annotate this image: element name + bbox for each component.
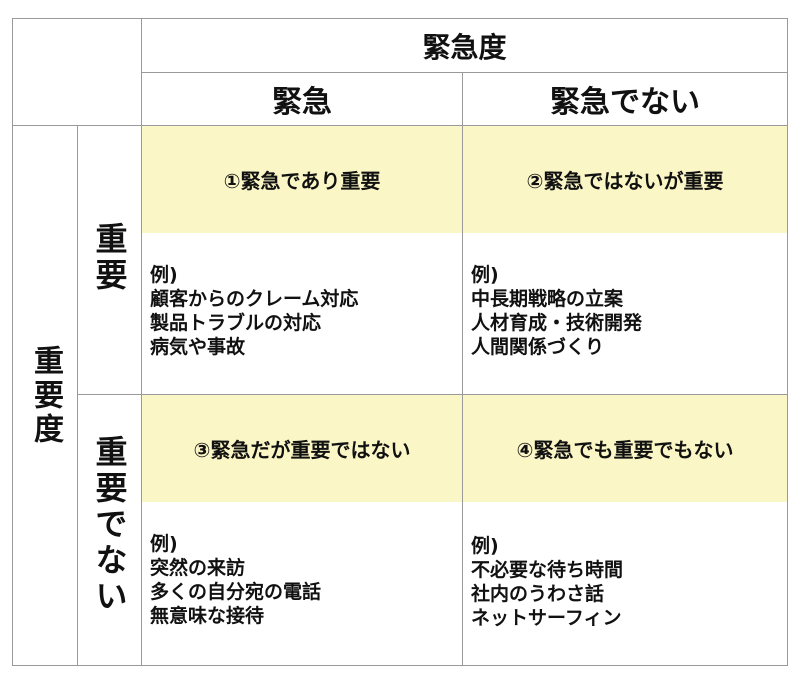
row-header-important: 重要: [78, 126, 142, 395]
quadrant-2-title: ②緊急ではないが重要: [463, 126, 788, 233]
example-item: 無意味な接待: [150, 605, 265, 627]
row-header-not-important: 重要でない: [78, 395, 142, 666]
example-item: 病気や事故: [150, 336, 246, 358]
quadrant-1-examples: 例) 顧客からのクレーム対応 製品トラブルの対応 病気や事故: [150, 263, 358, 359]
column-header-urgent: 緊急: [142, 73, 463, 126]
quadrant-2-body: 例) 中長期戦略の立案 人材育成・技術開発 人間関係づくり: [463, 233, 788, 395]
example-item: 社内のうわさ話: [471, 583, 605, 605]
example-item: 人材育成・技術開発: [471, 312, 643, 334]
column-header-not-urgent-text: 緊急でない: [550, 85, 700, 120]
urgency-axis-title: 緊急度: [142, 18, 788, 73]
importance-axis-title: 重要度: [12, 126, 78, 666]
column-header-urgent-text: 緊急: [272, 85, 332, 120]
quadrant-3-title: ③緊急だが重要ではない: [142, 395, 463, 502]
example-item: 不必要な待ち時間: [471, 559, 624, 581]
urgency-axis-title-text: 緊急度: [422, 30, 507, 64]
quadrant-3-examples: 例) 突然の来訪 多くの自分宛の電話 無意味な接待: [150, 532, 321, 628]
column-header-not-urgent: 緊急でない: [463, 73, 788, 126]
example-item: 中長期戦略の立案: [471, 288, 624, 310]
quadrant-4-examples: 例) 不必要な待ち時間 社内のうわさ話 ネットサーフィン: [471, 534, 623, 630]
example-item: 多くの自分宛の電話: [150, 581, 322, 603]
example-label: 例): [150, 264, 178, 286]
quadrant-2-title-text: ②緊急ではないが重要: [526, 169, 724, 193]
quadrant-4-title-text: ④緊急でも重要でもない: [516, 438, 734, 462]
quadrant-1-title: ①緊急であり重要: [142, 126, 463, 233]
row-header-not-important-text: 重要でない: [90, 435, 129, 615]
corner-cell: [12, 18, 142, 126]
quadrant-1-body: 例) 顧客からのクレーム対応 製品トラブルの対応 病気や事故: [142, 233, 463, 395]
row-header-important-text: 重要: [90, 222, 129, 294]
example-item: 人間関係づくり: [471, 336, 605, 358]
example-item: ネットサーフィン: [471, 607, 622, 629]
quadrant-1-title-text: ①緊急であり重要: [223, 169, 381, 193]
example-label: 例): [150, 533, 178, 555]
importance-axis-title-text: 重要度: [28, 344, 63, 447]
example-item: 製品トラブルの対応: [150, 312, 322, 334]
quadrant-3-title-text: ③緊急だが重要ではない: [193, 438, 411, 462]
quadrant-3-body: 例) 突然の来訪 多くの自分宛の電話 無意味な接待: [142, 502, 463, 666]
quadrant-4-title: ④緊急でも重要でもない: [463, 395, 788, 502]
quadrant-2-examples: 例) 中長期戦略の立案 人材育成・技術開発 人間関係づくり: [471, 263, 642, 359]
urgency-importance-matrix: 緊急度 緊急 緊急でない 重要度 重要 重要でない ①緊急であり重要 例) 顧客…: [12, 18, 788, 666]
example-item: 突然の来訪: [150, 557, 246, 579]
quadrant-4-body: 例) 不必要な待ち時間 社内のうわさ話 ネットサーフィン: [463, 502, 788, 666]
example-label: 例): [471, 535, 499, 557]
example-label: 例): [471, 264, 499, 286]
example-item: 顧客からのクレーム対応: [150, 288, 359, 310]
